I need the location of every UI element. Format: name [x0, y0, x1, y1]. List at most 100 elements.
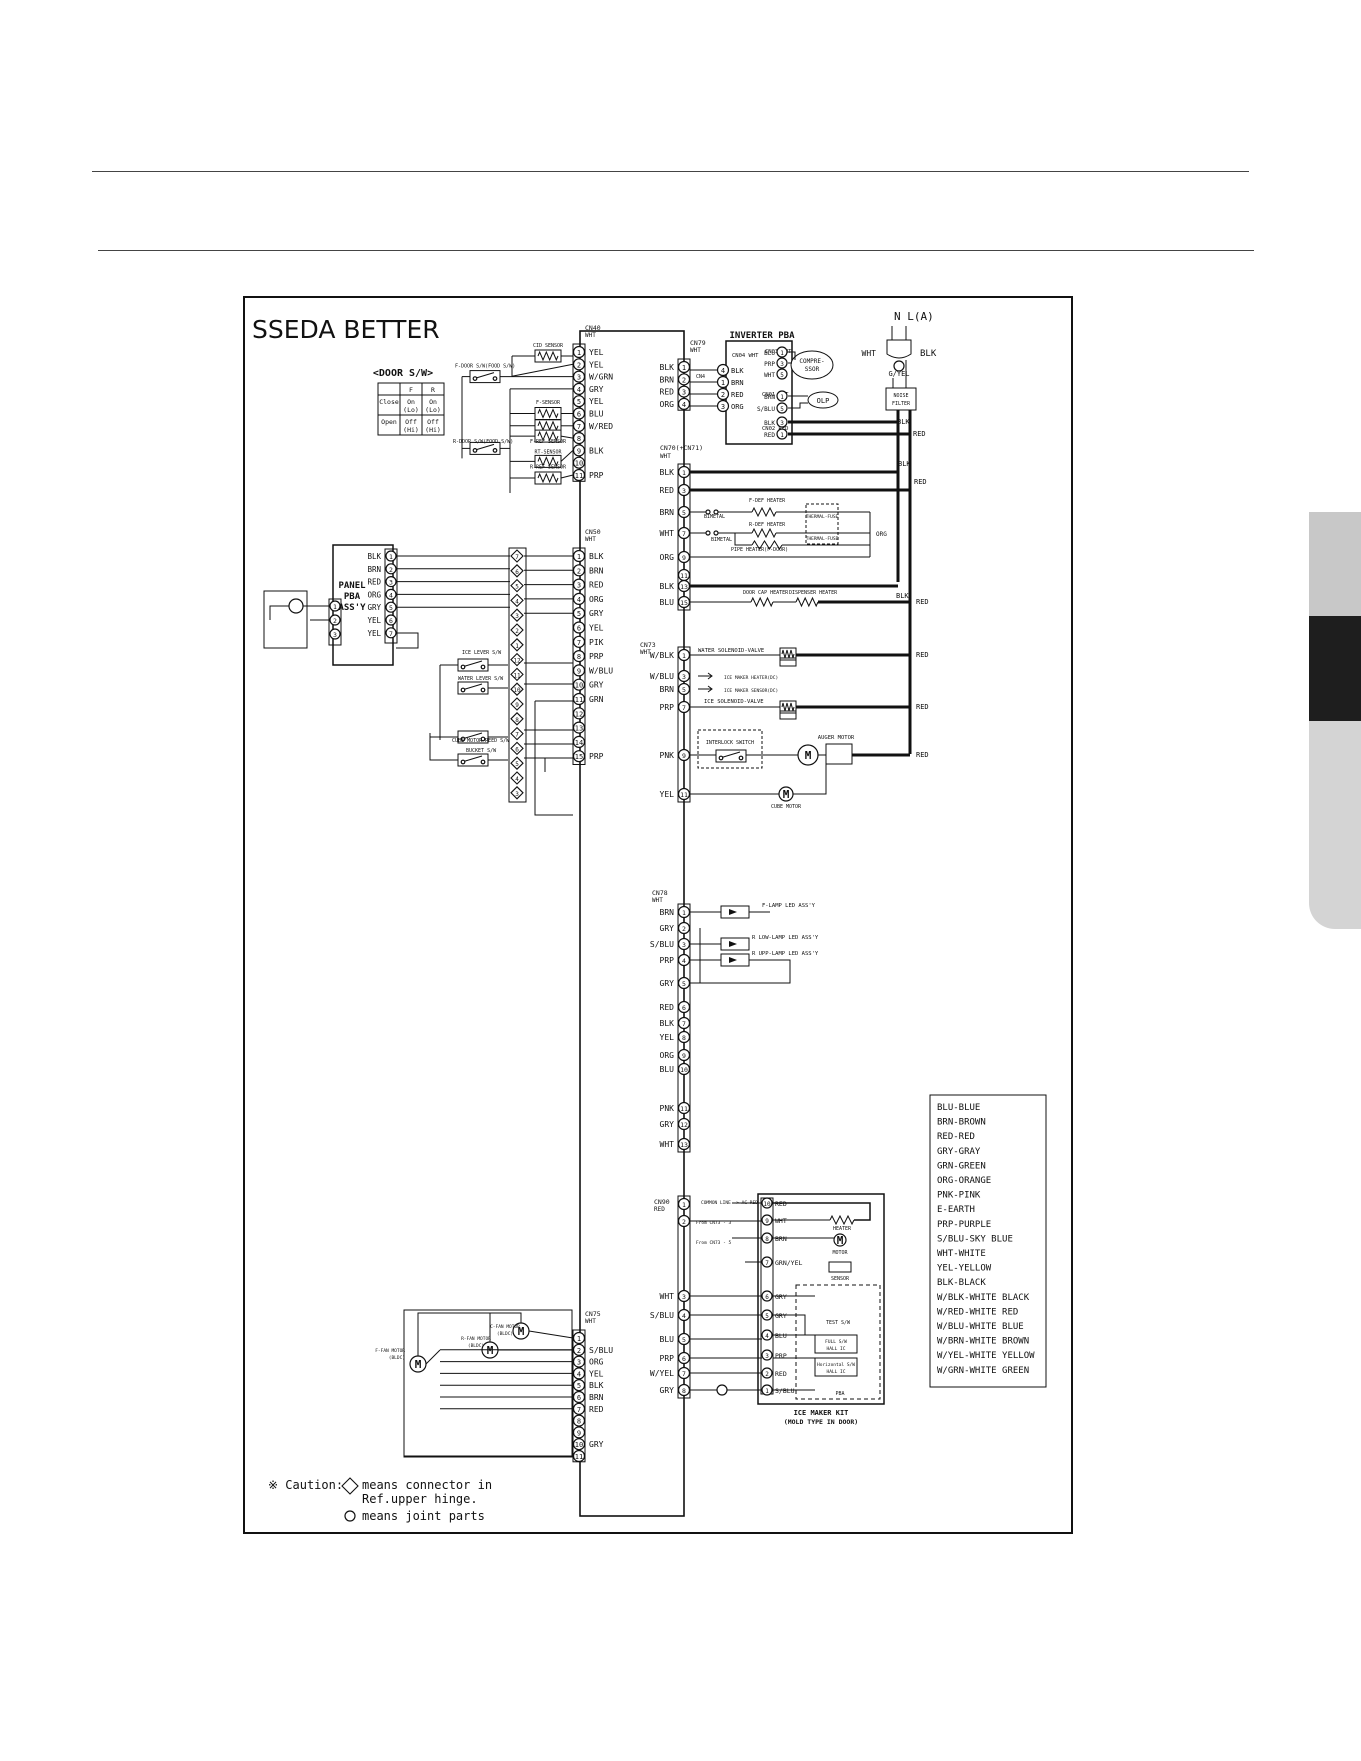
cn40-pin-num: 9 [577, 447, 581, 455]
door-table-cell: Open [381, 418, 397, 426]
door-table-cell: F [409, 386, 413, 394]
cn75-pin-color: BLK [589, 1381, 604, 1390]
cn90-pin-num: 2 [682, 1218, 686, 1226]
hinge-diamond [510, 712, 524, 726]
cn73-housing [677, 646, 691, 803]
cn79-name: CN79 [690, 339, 706, 347]
ice-maker-subtitle: (MOLD TYPE IN DOOR) [784, 1418, 858, 1426]
ice-lever-label: ICE LEVER S/W [462, 650, 502, 656]
cn73-pin [677, 682, 691, 696]
cn50-pin [572, 664, 586, 677]
cn50-pin-color: YEL [589, 624, 604, 633]
second-rule [98, 250, 1254, 251]
cn78-pin [677, 1137, 691, 1151]
wire-label: RED [916, 598, 929, 606]
cn70-pin [677, 483, 691, 497]
cube-motor-icon-glyph: M [783, 788, 790, 801]
pipe-heater-label: PIPE HEATER(F-DOOR) [731, 547, 788, 553]
bucket-switch-label: BUCKET S/W [466, 748, 497, 754]
from-cn73-5-label: From CN73 - 5 [696, 1240, 732, 1246]
inverter-left-pin-num: 4 [721, 367, 725, 375]
cn90-pin-num: 3 [682, 1293, 686, 1301]
r-door-switch-contact [492, 448, 498, 453]
cn70-housing [677, 463, 691, 611]
ice-maker-frame [757, 1193, 885, 1405]
cn79-pin-color: RED [660, 388, 675, 397]
cn75-pin [572, 1449, 586, 1463]
cn75-pin-num: 5 [577, 1382, 581, 1390]
door-table-cell: Off [405, 418, 417, 426]
water-valve-varistor [779, 657, 797, 667]
inverter-pin-color: PRP [764, 361, 775, 368]
interlock-switch-blade [719, 751, 741, 759]
cn90-pin [677, 1308, 691, 1322]
ice-maker-pin-color: BRN [775, 1235, 787, 1243]
cn50-pin [572, 735, 586, 749]
cn78-pin-color: ORG [660, 1051, 675, 1060]
cn50-pin-num: 4 [577, 596, 581, 604]
cn78-pin [677, 921, 691, 935]
horizontal-switch-label: Horizontal S/W [817, 1362, 855, 1368]
cn70-pin-num: 7 [682, 530, 686, 538]
cn78-pin-color: RED [660, 1003, 675, 1012]
panel-pba: PANELPBAASS'Y1BLK2BRN3RED4ORG5GRY6YEL7YE… [263, 544, 573, 816]
inverter-pin-num: 3 [780, 361, 784, 368]
hinge-pin-num: 10 [513, 687, 521, 694]
inverter-pin-color: BLU [764, 350, 775, 357]
cn75-pin-num: 8 [577, 1418, 581, 1426]
plug-icon [886, 326, 912, 359]
cn40-pin-num: 4 [577, 386, 581, 394]
c-fan-motor-icon-glyph: M [518, 1325, 525, 1338]
cn90-pin-color: BLU [660, 1335, 675, 1344]
cn50-pin-color: GRY [589, 609, 604, 618]
cn78-pin [677, 937, 691, 951]
panel-pin-color: YEL [367, 616, 381, 625]
cn75-pin-num: 10 [575, 1441, 583, 1449]
cn73-pin-num: 11 [680, 791, 688, 799]
cn40-pin [572, 370, 586, 383]
cn75-pin-color: S/BLU [589, 1346, 613, 1355]
noise-filter-box [885, 387, 917, 411]
cn40-pin-color: BLU [589, 410, 604, 419]
cn40-pin [572, 382, 586, 395]
legend-item: E-EARTH [937, 1205, 975, 1215]
cn70-pin [677, 550, 691, 564]
cn79-pin-num: 2 [682, 376, 686, 384]
cn50-pin-color: W/BLU [589, 666, 613, 675]
from-cn73-3-label: From CN73 - 3 [696, 1220, 732, 1226]
door-table-cell: On [429, 398, 437, 406]
wire [773, 1314, 806, 1335]
compressor-label: COMPRE- [799, 358, 824, 365]
color-legend: BLU-BLUEBRN-BROWNRED-REDGRY-GRAYGRN-GREE… [929, 1094, 1047, 1388]
cn40-pin-num: 5 [577, 398, 581, 406]
cn70-pin-color: ORG [660, 553, 675, 562]
caution-line3: means joint parts [362, 1509, 485, 1523]
cn78-pin-num: 12 [680, 1121, 688, 1129]
door-table-cell: (Hi) [425, 426, 441, 434]
hinge-pin-num: 8 [515, 717, 519, 724]
cn73-pin-color: PNK [660, 751, 675, 760]
ice-lever-switch-blade [461, 660, 483, 668]
panel-pin-color: BRN [367, 565, 381, 574]
cn40-pin [572, 456, 586, 469]
olp-label: OLP [817, 397, 830, 405]
legend-item: BLU-BLUE [937, 1103, 980, 1113]
c-fan-label: C-FAN MOTOR [490, 1324, 520, 1330]
cn79-bridge-label: CN4 [696, 374, 705, 380]
cn90-pin [677, 1332, 691, 1346]
cn40-pin [572, 407, 586, 420]
cn75-pin-num: 1 [577, 1335, 581, 1343]
hinge-pin-num: 4 [515, 776, 519, 783]
cn50-pin-color: PRP [589, 652, 604, 661]
cn50-pin [572, 750, 586, 763]
panel-label: PANEL [338, 581, 366, 591]
cn78-pin-color: BLU [660, 1065, 675, 1074]
cube-motor-reed-switch-contact [460, 736, 466, 742]
r-door-switch-blade [473, 443, 495, 451]
bimetal-label: BIMETAL [711, 537, 732, 543]
door-table-title: <DOOR S/W> [373, 368, 433, 379]
hinge-diamond [510, 593, 524, 608]
cn73-pin [677, 700, 691, 714]
